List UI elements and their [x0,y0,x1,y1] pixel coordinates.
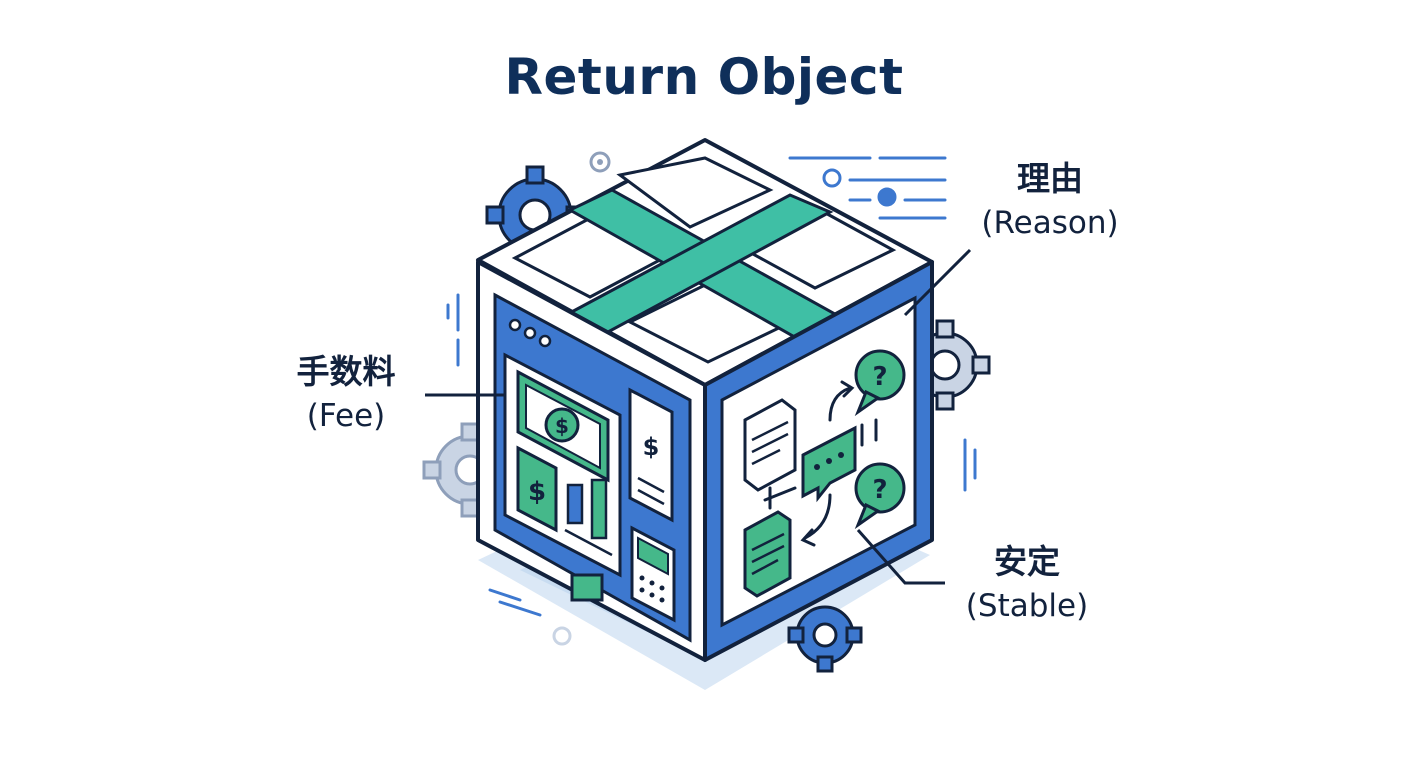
label-stable-en: (Stable) [965,588,1089,624]
cube-top-panel [616,156,774,229]
signal-lines-icon [446,156,977,617]
label-stable-jp: 安定 [994,542,1060,581]
calculator-icon [630,525,676,623]
connector-stable [856,529,945,585]
cube-base-tab [570,573,604,602]
document-icon [743,510,792,598]
browser-window-icon [508,318,552,348]
label-reason-en: (Reason) [981,205,1119,241]
label-fee: 手数料 (Fee) [276,350,416,438]
chat-bubble-icon [801,425,857,503]
dollar-document-icon: $ [516,445,558,533]
document-icon [743,398,797,492]
label-fee-en: (Fee) [306,398,386,434]
signal-dot [822,168,842,188]
connector-reason [903,248,972,317]
banknote-icon: $ [516,369,610,483]
page-title: Return Object [504,48,904,106]
flow-arrow-icon [763,380,878,547]
signal-dot [877,187,897,207]
question-bubble-icon: ? [854,462,906,530]
svg-text:$: $ [643,433,660,461]
label-fee-jp: 手数料 [296,352,396,391]
gear-icon [787,605,863,673]
svg-text:$: $ [528,477,546,507]
bar-chart-icon [564,478,613,557]
label-stable: 安定 (Stable) [952,540,1102,628]
receipt-icon: $ [628,387,674,523]
signal-dot [552,626,572,646]
label-reason-jp: 理由 [1017,159,1083,198]
svg-text:?: ? [872,475,887,505]
question-bubble-icon: ? [854,349,906,417]
label-reason: 理由 (Reason) [965,157,1135,245]
svg-text:$: $ [555,414,569,438]
svg-text:?: ? [872,362,887,392]
gear-icon [589,151,611,173]
